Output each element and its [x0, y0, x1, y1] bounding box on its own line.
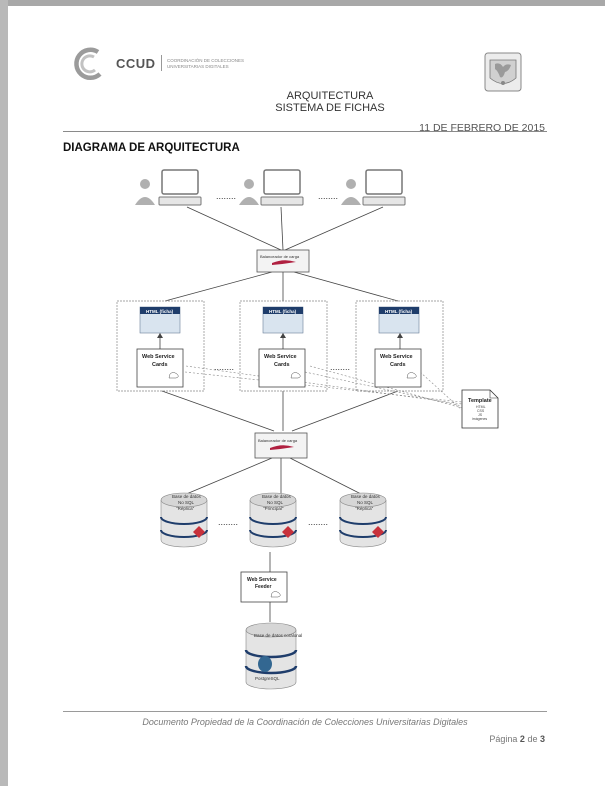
client-workstation-icon — [239, 169, 304, 206]
html-box-label: HTML (ficha) — [146, 309, 174, 314]
ws-feeder-label-line1: Web Service — [247, 577, 277, 583]
load-balancer-top: Balanceador de carga — [256, 249, 310, 273]
web-service-group: HTML (ficha) Web Service Cards — [239, 300, 328, 392]
ws-cards-label-line1: Web Service — [380, 354, 413, 360]
ws-cards-label-line2: Cards — [390, 362, 406, 368]
db-label-line2: No SQL — [357, 500, 374, 505]
template-item: CSS — [477, 409, 485, 413]
ellipsis-dots: ........ — [218, 517, 238, 527]
footer-text: Documento Propiedad de la Coordinación d… — [142, 717, 468, 727]
template-item: JS — [478, 413, 483, 417]
ellipsis-dots: ........ — [216, 191, 236, 201]
logo-subtitle-line2: UNIVERSITARIAS DIGITALES — [167, 64, 229, 69]
web-service-group: HTML (ficha) Web Service Cards — [116, 300, 205, 392]
db-label-line2: No SQL — [178, 500, 195, 505]
relational-database: Base de datos coralonal PostgreSQL — [244, 622, 302, 690]
ellipsis-dots: ........ — [308, 517, 328, 527]
nosql-database-replica: Base de datos No SQL "Réplica" — [339, 492, 387, 548]
template-item: imágenes — [472, 417, 487, 421]
db-label-line1: Base de datos — [351, 494, 381, 499]
load-balancer-icon — [270, 445, 294, 450]
logo-mark: CCUD — [116, 56, 156, 71]
logo-separator — [161, 55, 162, 71]
hedgehog-icon — [270, 591, 281, 598]
page-current: 2 — [519, 734, 525, 744]
ws-cards-label-line1: Web Service — [264, 354, 297, 360]
page-number: Página 2 de 3 — [489, 734, 545, 744]
db-label-line1: Base de datos — [262, 494, 292, 499]
viewer-left-border — [0, 0, 8, 786]
template-title: Template — [468, 398, 492, 404]
page-of: de — [527, 734, 538, 744]
section-heading: DIAGRAMA DE ARQUITECTURA — [63, 142, 240, 154]
redis-icon — [282, 526, 294, 538]
document-page — [8, 6, 605, 786]
load-balancer-icon — [272, 260, 296, 265]
ws-cards-label-line2: Cards — [152, 362, 168, 368]
html-box-label: HTML (ficha) — [385, 309, 413, 314]
load-balancer-label: Balanceador de carga — [260, 254, 300, 259]
db-label-line3: "Principal" — [263, 506, 284, 511]
document-title-line1: ARQUITECTURA — [286, 90, 374, 102]
ws-cards-label-line2: Cards — [274, 362, 290, 368]
logo-subtitle-line1: COORDINACIÓN DE COLECCIONES — [167, 58, 245, 63]
ws-cards-label-line1: Web Service — [142, 354, 175, 360]
load-balancer-bottom: Balanceador de carga — [254, 432, 308, 459]
nosql-database-principal: Base de datos No SQL "Principal" — [249, 492, 297, 548]
db-label-line1: Base de datos — [172, 494, 202, 499]
header-rule — [63, 131, 547, 132]
load-balancer-label: Balanceador de carga — [258, 438, 298, 443]
postgres-label: PostgreSQL — [255, 676, 280, 681]
document-title-line2: SISTEMA DE FICHAS — [275, 102, 385, 114]
page-total: 3 — [539, 734, 545, 744]
hedgehog-icon — [168, 372, 179, 379]
viewer-top-border — [0, 0, 605, 6]
ellipsis-dots: ........ — [214, 362, 234, 372]
postgresql-icon — [258, 656, 272, 672]
client-workstation-icon — [135, 169, 202, 206]
ellipsis-dots: ........ — [330, 362, 350, 372]
db-label-line3: "Réplica" — [176, 506, 195, 511]
redis-icon — [193, 526, 205, 538]
hedgehog-icon — [406, 372, 417, 379]
template-document: Template HTML CSS JS imágenes — [461, 389, 499, 429]
university-seal-icon — [484, 52, 522, 92]
db-label-line2: No SQL — [267, 500, 284, 505]
ccud-logo-swirl-icon — [74, 47, 102, 80]
html-box-label: HTML (ficha) — [269, 309, 297, 314]
page-word: Página — [489, 734, 518, 744]
client-workstation-icon — [341, 169, 406, 206]
db-label-line3: "Réplica" — [355, 506, 374, 511]
hedgehog-icon — [290, 372, 301, 379]
footer-rule — [63, 711, 547, 712]
ws-feeder-label-line2: Feeder — [255, 584, 271, 590]
template-item: HTML — [476, 405, 486, 409]
ellipsis-dots: ........ — [318, 191, 338, 201]
ccud-logo: CCUD COORDINACIÓN DE COLECCIONES UNIVERS… — [70, 46, 244, 82]
web-service-group: HTML (ficha) Web Service Cards — [355, 300, 444, 392]
nosql-database-replica: Base de datos No SQL "Réplica" — [160, 492, 208, 548]
redis-icon — [372, 526, 384, 538]
web-service-feeder: Web Service Feeder — [240, 571, 288, 603]
relational-db-label: Base de datos coralonal — [254, 633, 302, 638]
